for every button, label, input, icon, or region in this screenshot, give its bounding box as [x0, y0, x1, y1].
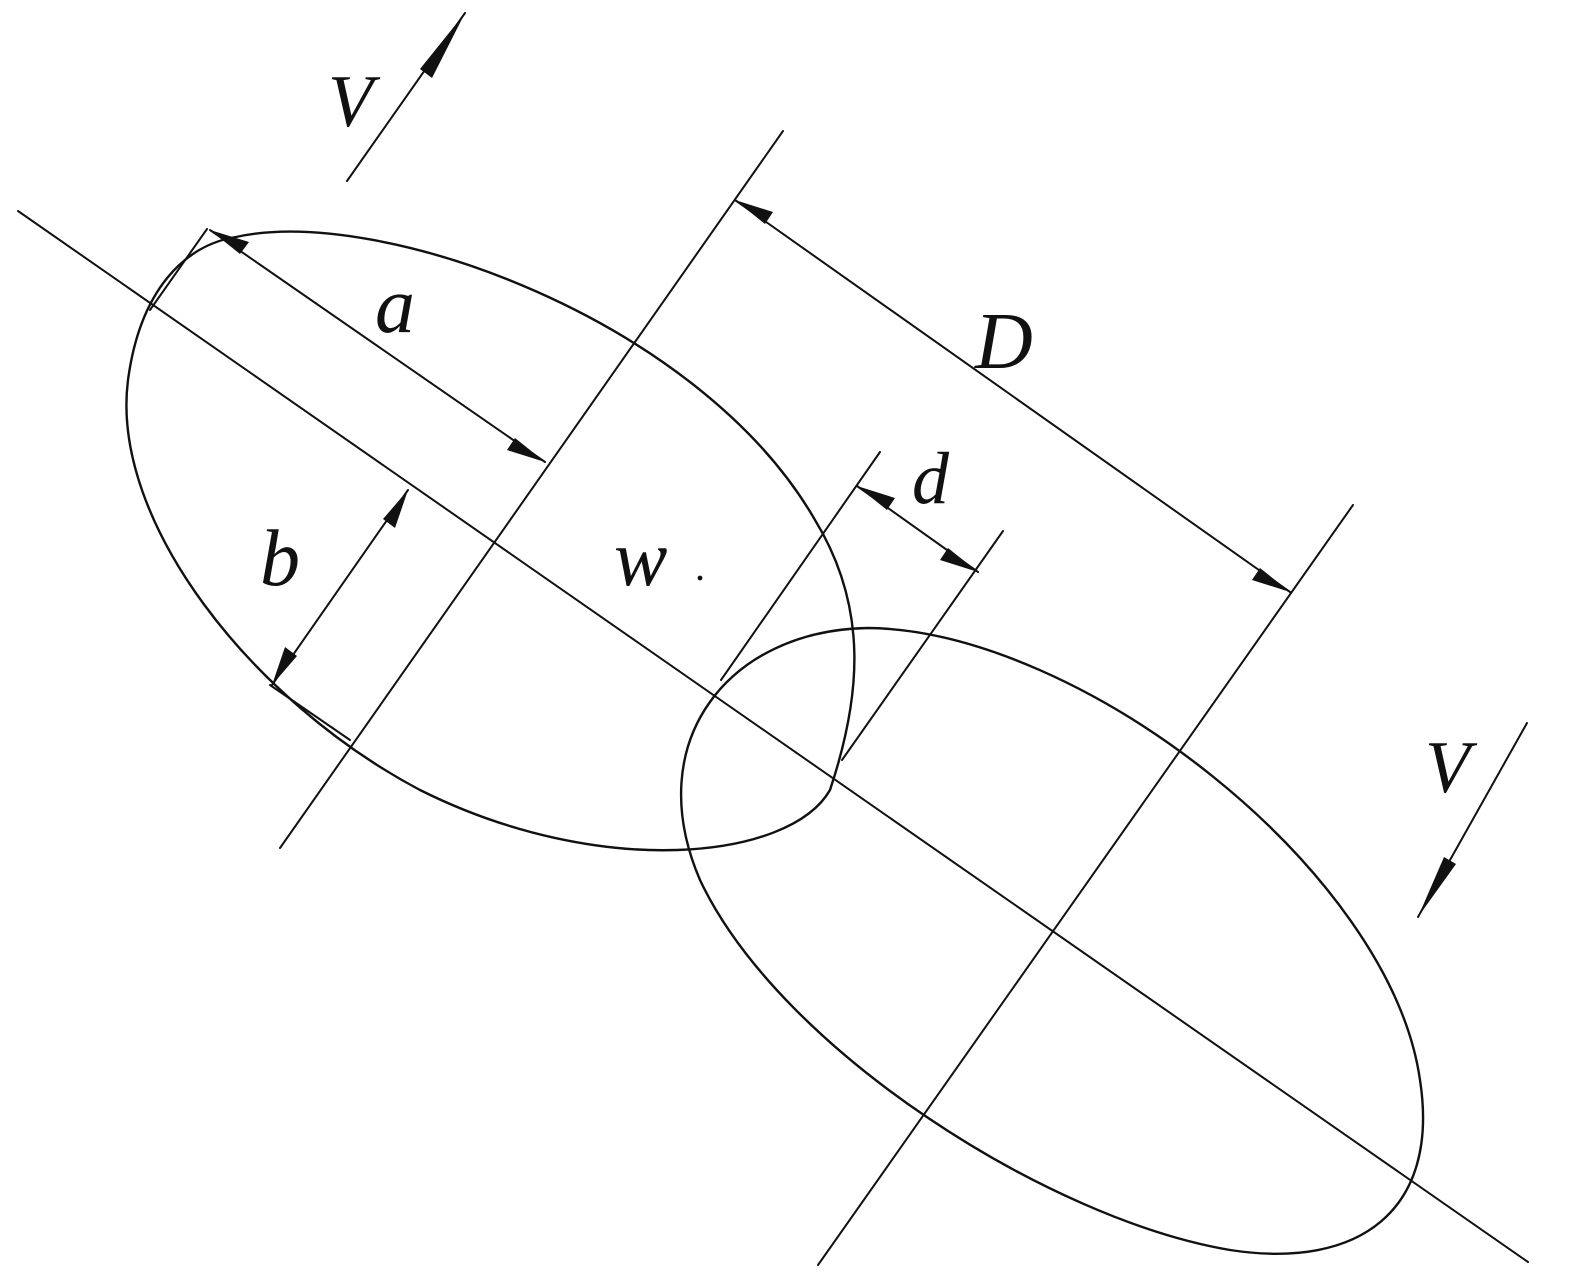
- label-b: b: [260, 515, 300, 603]
- label-D: D: [974, 298, 1033, 386]
- reference-line-left: [279, 130, 784, 849]
- label-velocity-top: V: [328, 61, 381, 143]
- lower-ellipse: [680, 626, 1425, 1255]
- point-w-marker: [697, 575, 703, 581]
- label-a: a: [375, 262, 415, 350]
- velocity-arrow-top-head: [420, 13, 465, 78]
- d-boundary-line-2: [841, 530, 1004, 761]
- a-extension-tick: [149, 228, 208, 311]
- reference-line-right: [817, 504, 1354, 1266]
- label-velocity-bottom: V: [1425, 727, 1478, 809]
- dimension-a-arrow-end: [507, 438, 545, 462]
- dimension-d-arrow-end: [940, 548, 978, 572]
- dimension-d-arrow-start: [857, 486, 895, 510]
- dimension-b-arrow-end: [272, 647, 297, 685]
- major-axis-line: [17, 210, 1529, 1263]
- label-d: d: [912, 438, 950, 520]
- dimension-D-arrow-end: [1252, 568, 1290, 592]
- dimension-D-arrow-start: [735, 200, 773, 224]
- b-extension-tick: [269, 684, 351, 741]
- dimension-line-D: [734, 199, 1291, 593]
- velocity-arrow-bottom-head: [1418, 857, 1456, 917]
- dimension-line-a: [209, 229, 546, 463]
- dimension-b-arrow-start: [383, 490, 408, 528]
- dimension-line-b: [271, 489, 409, 686]
- d-boundary-line-1: [720, 451, 881, 681]
- label-w: w: [614, 515, 667, 603]
- upper-ellipse: [125, 230, 856, 852]
- dimension-a-arrow-start: [210, 230, 249, 254]
